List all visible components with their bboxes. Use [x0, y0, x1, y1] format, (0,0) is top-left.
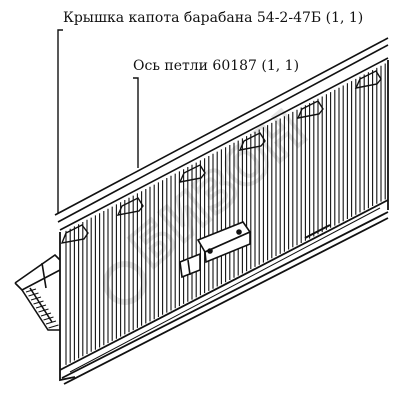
callout-hinge-axis: Ось петли 60187 (1, 1) — [133, 58, 300, 74]
latch-bolt-icon — [236, 229, 242, 235]
top-edge — [54, 37, 389, 231]
hatch-line — [35, 304, 47, 309]
hatch-line — [33, 300, 44, 305]
leader-line-hood-cover — [57, 29, 63, 213]
hatch-line — [38, 308, 49, 313]
hatch-line — [48, 324, 59, 329]
panel-slot — [304, 224, 331, 239]
hatch-line — [30, 296, 42, 301]
hatch-line — [43, 316, 54, 321]
hatch-line — [45, 320, 57, 325]
bottom-strip — [69, 207, 381, 373]
corrugation-ribs — [65, 63, 386, 365]
latch-bolt-icon — [207, 248, 213, 254]
latch-handle — [179, 221, 252, 279]
cover-panel — [59, 60, 389, 385]
side-flange-hatching — [25, 288, 59, 329]
hatch-line — [28, 292, 39, 297]
side-flange — [14, 253, 61, 331]
leader-line-hinge-axis — [133, 77, 139, 168]
hatch-line — [25, 288, 37, 293]
hatch-line — [40, 312, 52, 317]
callout-hood-cover: Крышка капота барабана 54-2-47Б (1, 1) — [63, 10, 364, 26]
